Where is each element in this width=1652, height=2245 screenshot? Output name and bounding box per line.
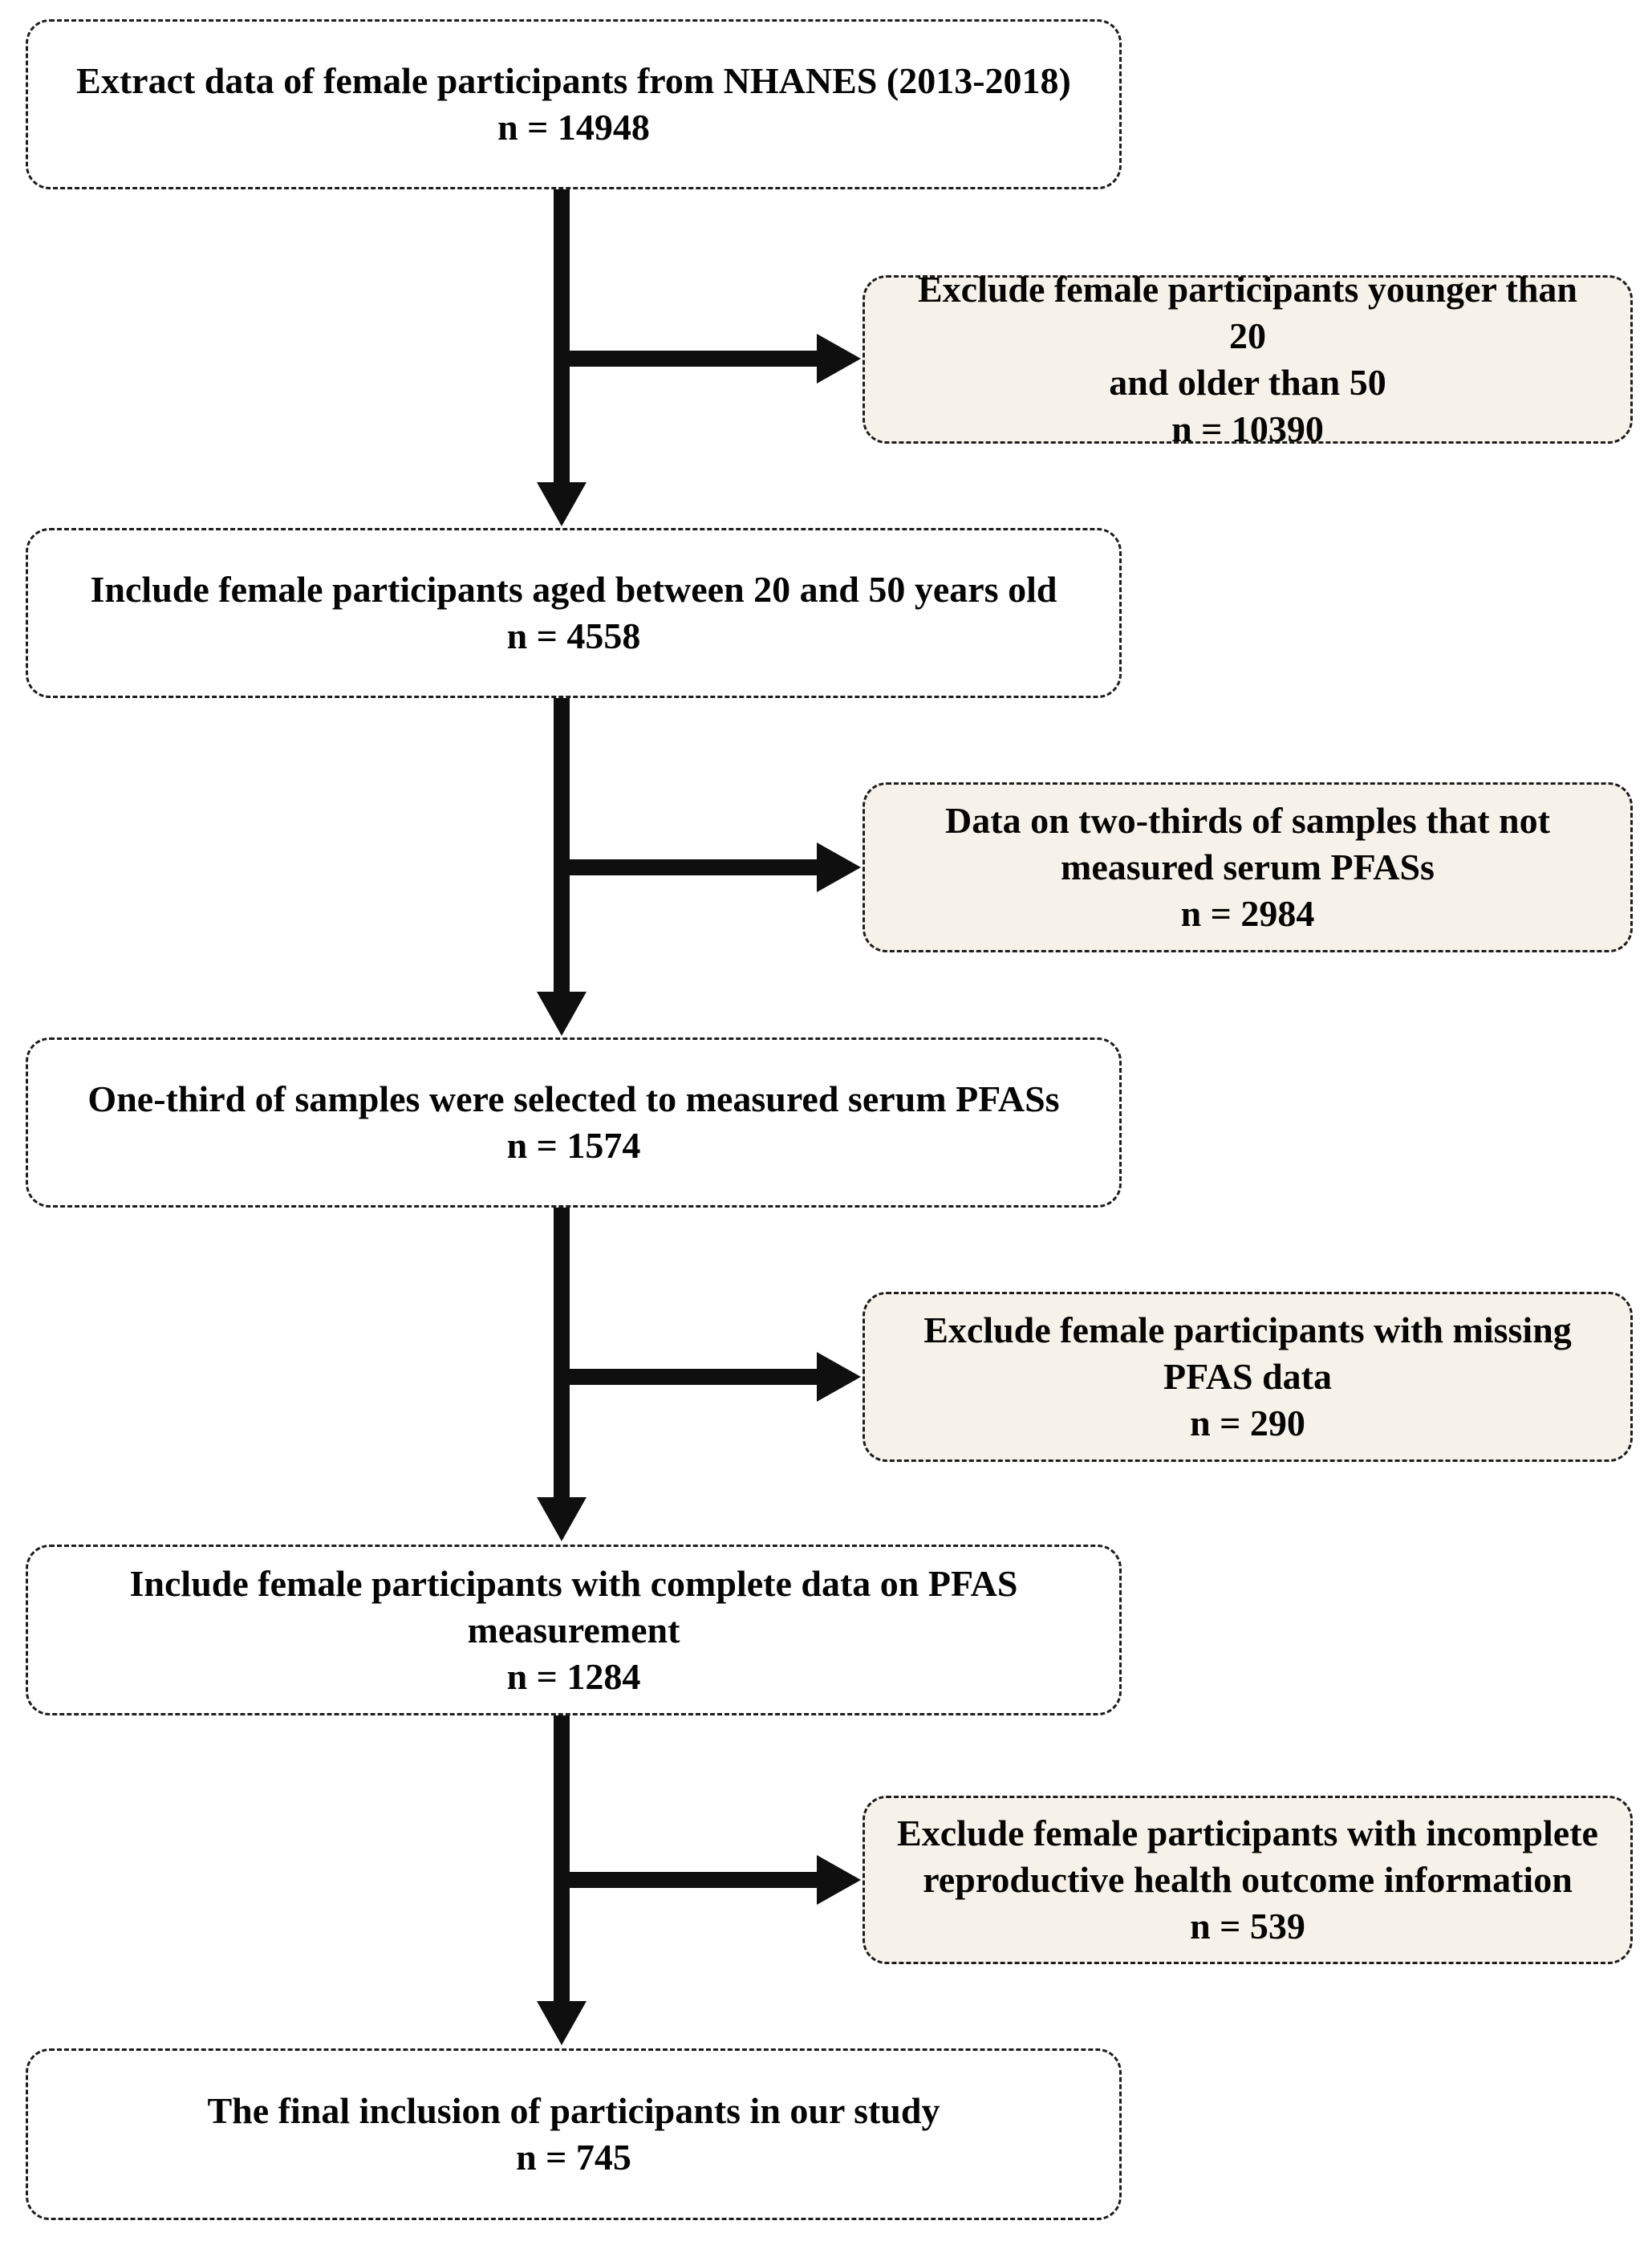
box-label: Include female participants with complet… [129,1562,1018,1650]
arrow-down-1 [537,187,587,526]
flow-box-one-third-samples: One-third of samples were selected to me… [26,1037,1122,1208]
flow-box-final-inclusion: The final inclusion of participants in o… [26,2048,1122,2220]
arrow-down-2 [537,696,587,1036]
box-count: n = 1574 [506,1125,641,1166]
exclusion-box-not-measured-pfas: Data on two-thirds of samples that not m… [863,782,1633,952]
exclusion-box-incomplete-reproductive-info: Exclude female participants with incompl… [863,1796,1633,1964]
box-label: Exclude female participants with incompl… [897,1813,1598,1900]
box-label: Extract data of female participants from… [76,60,1071,101]
box-label: The final inclusion of participants in o… [207,2090,940,2131]
box-count: n = 4558 [506,615,641,656]
box-count: n = 14948 [497,107,650,148]
box-count: n = 10390 [1171,408,1324,449]
exclusion-box-age-range: Exclude female participants younger than… [863,269,1633,449]
box-count: n = 539 [1190,1906,1305,1947]
box-label: Data on two-thirds of samples that not m… [945,800,1550,887]
box-count: n = 2984 [1180,893,1315,934]
arrow-branch-exclusion-4 [562,1855,861,1905]
arrow-branch-exclusion-3 [562,1352,861,1402]
flow-box-complete-pfas-measurement: Include female participants with complet… [26,1545,1122,1715]
box-count: n = 745 [516,2137,631,2178]
box-label: Include female participants aged between… [90,569,1057,610]
flow-box-include-aged-20-50: Include female participants aged between… [26,528,1122,698]
arrow-branch-exclusion-1 [562,334,861,384]
box-label: Exclude female participants younger than… [917,269,1578,403]
box-label: One-third of samples were selected to me… [87,1078,1060,1119]
arrow-down-4 [537,1714,587,2045]
box-label: Exclude female participants with missing… [923,1309,1572,1397]
box-count: n = 290 [1190,1403,1305,1443]
arrow-branch-exclusion-2 [562,842,861,892]
flow-box-extract-nhanes: Extract data of female participants from… [26,19,1122,189]
exclusion-box-missing-pfas-data: Exclude female participants with missing… [863,1292,1633,1462]
arrow-down-3 [537,1206,587,1541]
box-count: n = 1284 [506,1655,641,1697]
